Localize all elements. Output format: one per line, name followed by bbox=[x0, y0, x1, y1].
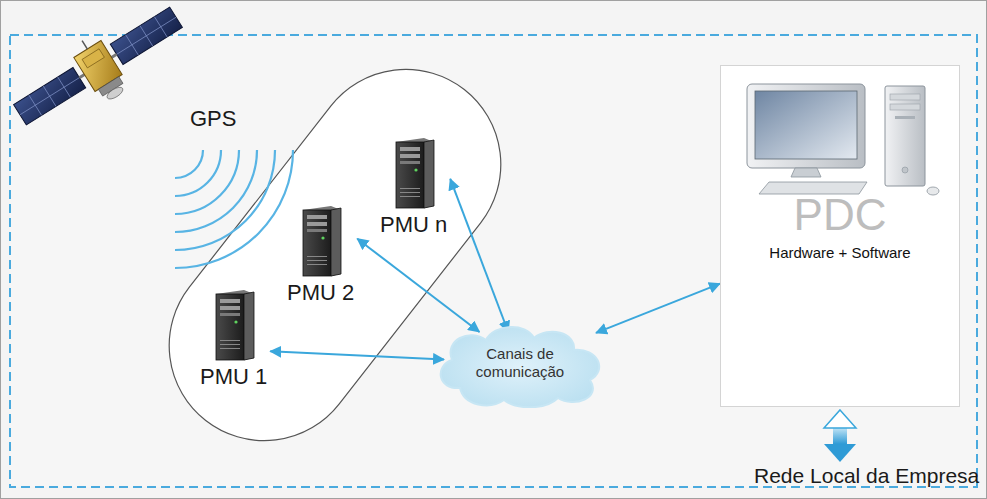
network-label: Rede Local da Empresa bbox=[754, 464, 979, 488]
communication-link bbox=[270, 351, 444, 359]
communication-link bbox=[596, 284, 720, 333]
pmu-unit: PMU n bbox=[380, 136, 447, 238]
gps-satellite bbox=[4, 0, 195, 145]
pdc-box: PDC Hardware + Software bbox=[720, 65, 960, 407]
dashed-boundary bbox=[10, 35, 977, 487]
communication-cloud: Canais de comunicação bbox=[430, 318, 610, 408]
communication-link bbox=[450, 179, 508, 332]
pmu-icon bbox=[297, 204, 345, 278]
pmu-label: PMU 2 bbox=[287, 280, 354, 306]
network-arrow bbox=[824, 410, 856, 462]
gps-waves bbox=[175, 150, 293, 268]
pmu-unit: PMU 2 bbox=[287, 204, 354, 306]
pmu-region bbox=[131, 31, 539, 479]
pmu-unit: PMU 1 bbox=[200, 288, 267, 390]
computer-icon bbox=[739, 80, 944, 200]
pdc-subtitle: Hardware + Software bbox=[769, 244, 910, 262]
gps-label: GPS bbox=[190, 106, 236, 132]
pmu-icon bbox=[390, 136, 438, 210]
communication-link bbox=[357, 239, 479, 332]
network-text: Rede Local da Empresa bbox=[754, 464, 979, 488]
cloud-label: Canais de comunicação bbox=[461, 345, 579, 381]
pmu-icon bbox=[210, 288, 258, 362]
pmu-label: PMU 1 bbox=[200, 364, 267, 390]
pdc-title: PDC bbox=[794, 192, 887, 238]
pmu-label: PMU n bbox=[380, 212, 447, 238]
